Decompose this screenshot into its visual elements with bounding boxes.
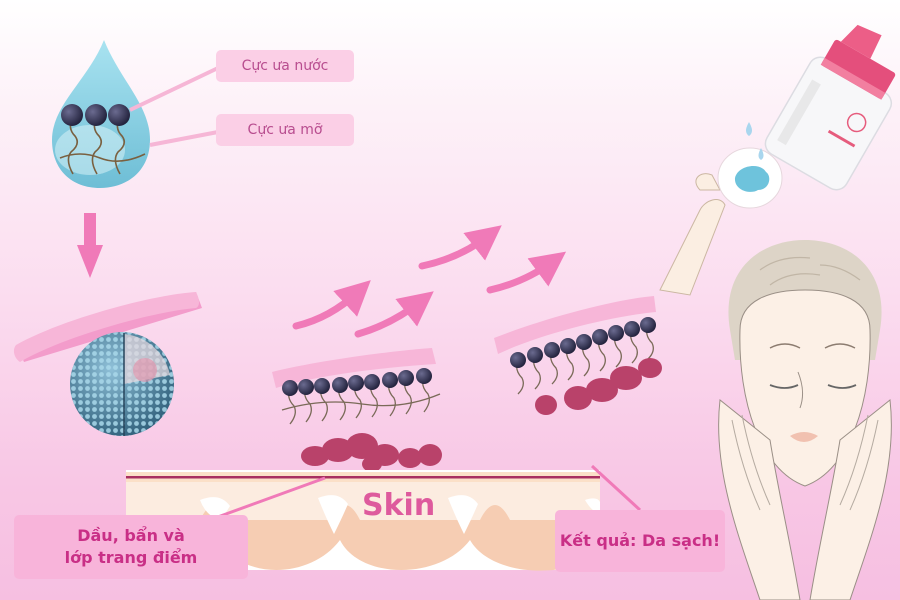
skin-label: Skin [362, 488, 436, 523]
label-lipophilic: Cực ưa mỡ [216, 114, 354, 146]
leader-line-result [590, 464, 642, 512]
pad-with-micelles-middle [272, 348, 442, 472]
cotton-pad-icon [13, 292, 202, 362]
pad-with-dirt-lifted [494, 296, 662, 415]
lift-arrows [292, 225, 567, 338]
hand-with-cotton-pad-icon [659, 147, 783, 296]
micelle-sphere-icon [70, 332, 174, 436]
down-arrow-icon [77, 213, 103, 278]
label-dirt-line2: lớp trang điểm [64, 548, 198, 567]
label-result: Kết quả: Da sạch! [555, 510, 725, 572]
water-drop-icon [52, 40, 150, 188]
leader-line-dirt [214, 476, 326, 520]
label-hydrophilic: Cực ưa nước [216, 50, 354, 82]
leader-line-lipophilic [149, 130, 219, 147]
micellar-water-bottle-icon [746, 24, 896, 191]
label-dirt-line1: Dầu, bẩn và [77, 526, 185, 545]
woman-face-icon [718, 240, 892, 600]
leader-line-hydrophilic [129, 66, 219, 112]
dirt-particles [301, 433, 442, 472]
label-dirt-makeup: Dầu, bẩn và lớp trang điểm [14, 515, 248, 579]
